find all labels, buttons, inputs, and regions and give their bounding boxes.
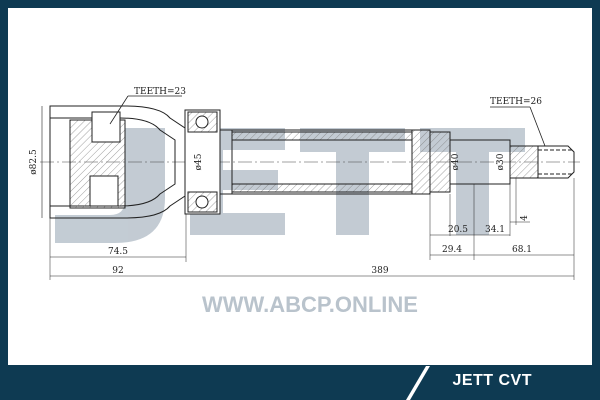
dim-housing-length: 74.5 xyxy=(108,247,128,257)
teeth-right-leader xyxy=(529,106,546,147)
footer-slash-decoration xyxy=(406,366,430,400)
technical-drawing: WWW.ABCP.ONLINE xyxy=(29,87,580,317)
dim-outer-diameter: ø82.5 xyxy=(29,149,39,175)
footer-label: JETT CVT xyxy=(452,372,532,389)
dim-spline-total: 68.1 xyxy=(512,245,532,255)
main-shaft xyxy=(219,129,431,195)
dim-collar-width: 20.5 xyxy=(448,225,468,235)
dim-groove: 4 xyxy=(520,215,530,221)
bearing xyxy=(184,109,221,215)
dimension-lines xyxy=(50,221,574,277)
extension-lines xyxy=(49,178,575,280)
spline-end xyxy=(429,131,575,193)
dim-bearing-diameter: ø45 xyxy=(194,153,204,170)
drawing-panel: WWW.ABCP.ONLINE xyxy=(8,8,592,365)
teeth-left-label: TEETH=23 xyxy=(134,87,186,97)
dim-groove-to-end: 34.1 xyxy=(485,225,505,235)
dim-spline-diameter: ø30 xyxy=(496,153,506,170)
teeth-right-label: TEETH=26 xyxy=(490,97,542,107)
dim-shaft-total: 389 xyxy=(371,266,388,276)
dim-collar-offset: 29.4 xyxy=(442,245,462,255)
dim-collar-diameter: ø40 xyxy=(451,153,461,170)
cv-joint-housing xyxy=(49,105,186,219)
watermark-url: WWW.ABCP.ONLINE xyxy=(202,292,418,317)
dim-joint-total: 92 xyxy=(112,266,123,276)
teeth-left-leader xyxy=(109,95,129,125)
